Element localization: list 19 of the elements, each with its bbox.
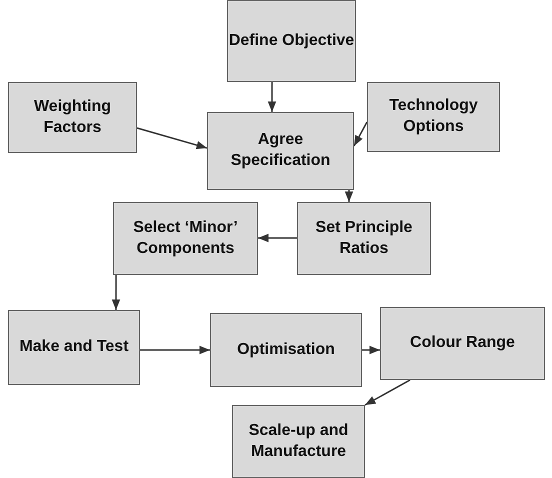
arrow — [362, 346, 380, 354]
process-box: Colour Range — [380, 307, 545, 380]
arrow — [140, 346, 210, 354]
arrow — [136, 127, 208, 150]
process-box: Scale-up and Manufacture — [232, 405, 365, 478]
process-box: Agree Specification — [207, 112, 354, 190]
arrow — [268, 82, 276, 112]
process-box: Technology Options — [367, 82, 500, 152]
process-box: Select ‘Minor’ Components — [113, 202, 258, 275]
arrow — [353, 122, 368, 146]
process-box: Weighting Factors — [8, 82, 137, 153]
process-box: Set Principle Ratios — [297, 202, 431, 275]
process-box: Make and Test — [8, 310, 140, 385]
process-box: Define Objective — [227, 0, 356, 82]
arrow — [258, 234, 297, 242]
process-box: Optimisation — [210, 313, 362, 387]
arrow — [112, 275, 120, 310]
arrow — [364, 379, 410, 406]
arrow — [344, 190, 354, 202]
